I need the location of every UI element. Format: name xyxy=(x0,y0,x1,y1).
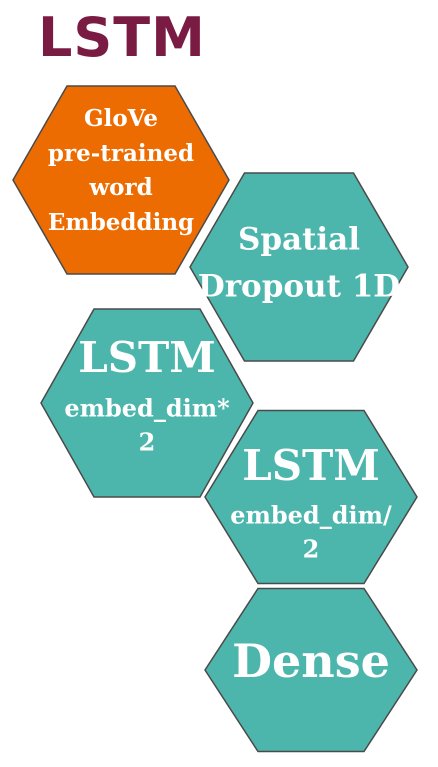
hex-node-lstm-2: LSTM embed_dim/2 xyxy=(204,409,418,585)
hex-label-spatial-dropout-1: Dropout 1D xyxy=(198,269,400,305)
hex-label-dense-0: Dense xyxy=(232,634,390,688)
hex-label-glove-0: GloVe xyxy=(84,105,158,132)
hex-label-lstm-1-0: LSTM xyxy=(78,333,216,382)
hex-label-glove-1: pre-trained xyxy=(48,140,194,167)
hex-shape-glove xyxy=(12,85,230,275)
hex-label-lstm-2-1: embed_dim/ xyxy=(230,501,392,530)
hex-label-lstm-1-1: embed_dim* xyxy=(64,394,230,423)
hex-label-lstm-2-0: LSTM xyxy=(242,441,380,490)
hex-shape-dense xyxy=(204,587,418,753)
hex-node-dense: Dense xyxy=(204,587,418,753)
page-title: LSTM xyxy=(38,6,206,69)
hex-label-lstm-1-2: 2 xyxy=(139,428,156,457)
hex-label-glove-2: word xyxy=(88,174,152,201)
hex-shape-lstm-2 xyxy=(204,409,418,585)
hex-label-spatial-dropout-0: Spatial xyxy=(238,222,360,258)
hex-label-lstm-2-2: 2 xyxy=(303,535,320,564)
hex-label-glove-3: Embedding xyxy=(48,209,194,236)
hex-node-lstm-1: LSTM embed_dim* 2 xyxy=(40,308,254,498)
hex-shape-lstm-1 xyxy=(40,308,254,498)
hex-shape-spatial-dropout xyxy=(189,172,409,362)
